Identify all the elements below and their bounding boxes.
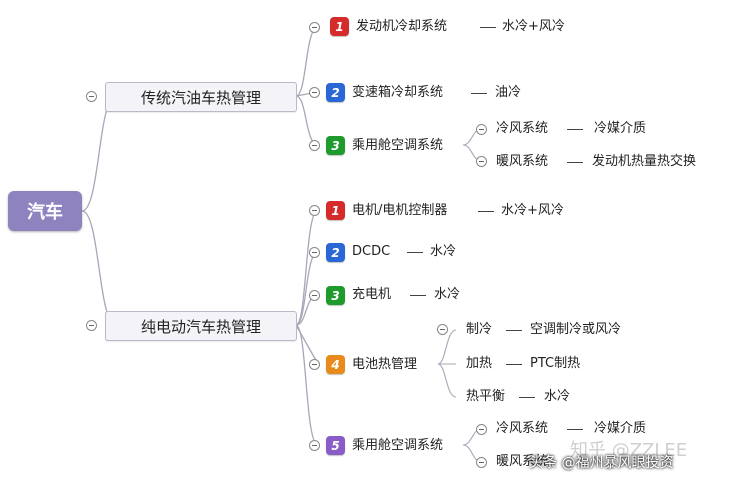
collapse-icon[interactable] <box>309 87 320 98</box>
sub-item-value: 空调制冷或风冷 <box>530 322 622 337</box>
collapse-icon[interactable] <box>309 205 320 216</box>
number-badge: 1 <box>326 201 345 220</box>
dash <box>506 364 522 365</box>
number-badge: 2 <box>326 243 345 262</box>
sub-item-value: 冷媒介质 <box>594 421 647 436</box>
dash <box>480 27 496 28</box>
dash <box>567 429 583 430</box>
collapse-icon[interactable] <box>309 22 320 33</box>
item-label[interactable]: 充电机 <box>352 287 392 302</box>
branch-electric[interactable]: 纯电动汽车热管理 <box>105 311 297 341</box>
sub-item-label[interactable]: 加热 <box>466 356 493 371</box>
item-label[interactable]: DCDC <box>352 244 391 259</box>
collapse-icon[interactable] <box>476 124 487 135</box>
collapse-icon[interactable] <box>309 140 320 151</box>
collapse-icon[interactable] <box>309 359 320 370</box>
number-badge: 3 <box>326 136 345 155</box>
sub-item-value: PTC制热 <box>530 356 581 371</box>
dash <box>471 93 487 94</box>
collapse-icon[interactable] <box>476 156 487 167</box>
item-label[interactable]: 变速箱冷却系统 <box>352 85 444 100</box>
sub-item-label[interactable]: 冷风系统 <box>496 121 549 136</box>
collapse-icon[interactable] <box>86 320 97 331</box>
dash <box>407 252 423 253</box>
branch-traditional[interactable]: 传统汽油车热管理 <box>105 82 297 112</box>
item-value: 水冷 <box>434 287 461 302</box>
item-label[interactable]: 乘用舱空调系统 <box>352 438 444 453</box>
item-label[interactable]: 发动机冷却系统 <box>356 19 448 34</box>
item-value: 水冷+风冷 <box>501 203 564 218</box>
collapse-icon[interactable] <box>309 290 320 301</box>
item-label[interactable]: 乘用舱空调系统 <box>352 138 444 153</box>
collapse-icon[interactable] <box>476 424 487 435</box>
number-badge: 4 <box>326 355 345 374</box>
dash <box>506 330 522 331</box>
dash <box>519 397 535 398</box>
item-label[interactable]: 电池热管理 <box>352 357 418 372</box>
collapse-icon[interactable] <box>86 91 97 102</box>
dash <box>567 162 583 163</box>
number-badge: 1 <box>330 17 349 36</box>
item-label[interactable]: 电机/电机控制器 <box>352 203 448 218</box>
item-value: 油冷 <box>495 85 522 100</box>
number-badge: 5 <box>326 436 345 455</box>
item-value: 水冷 <box>430 244 457 259</box>
watermark-toutiao: 头条 @福州暴风眼投资 <box>529 455 674 471</box>
number-badge: 2 <box>326 83 345 102</box>
dash <box>478 211 494 212</box>
dash <box>410 295 426 296</box>
sub-item-label[interactable]: 制冷 <box>466 322 493 337</box>
root-node[interactable]: 汽车 <box>8 191 82 231</box>
sub-item-label[interactable]: 冷风系统 <box>496 421 549 436</box>
collapse-icon[interactable] <box>309 440 320 451</box>
collapse-icon[interactable] <box>309 247 320 258</box>
sub-item-label[interactable]: 暖风系统 <box>496 454 549 469</box>
item-value: 水冷+风冷 <box>502 19 565 34</box>
sub-item-value: 水冷 <box>544 389 571 404</box>
sub-item-label[interactable]: 暖风系统 <box>496 154 549 169</box>
collapse-icon[interactable] <box>437 324 448 335</box>
sub-item-label[interactable]: 热平衡 <box>466 389 506 404</box>
number-badge: 3 <box>326 286 345 305</box>
watermark-zhihu: 知乎 @ZZLEE <box>570 440 688 461</box>
collapse-icon[interactable] <box>476 457 487 468</box>
sub-item-value: 发动机热量热交换 <box>592 154 697 169</box>
dash <box>567 129 583 130</box>
sub-item-value: 冷媒介质 <box>594 121 647 136</box>
